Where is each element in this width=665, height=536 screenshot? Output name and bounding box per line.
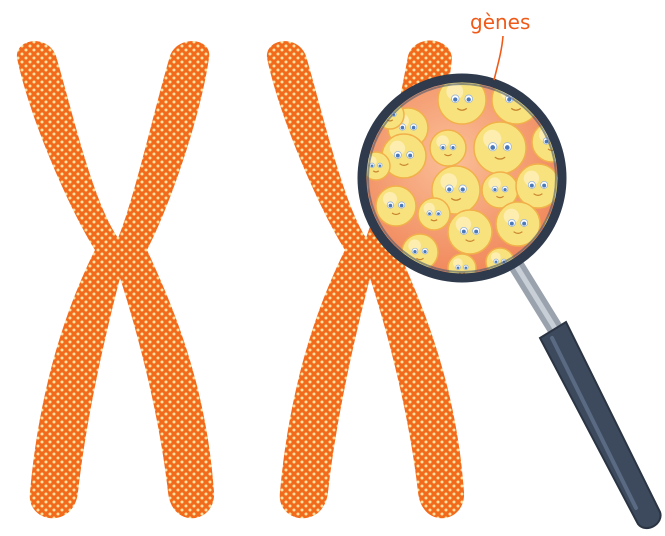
gene-face-icon xyxy=(376,186,416,226)
gene-face-icon xyxy=(418,198,450,230)
gene-face-icon xyxy=(474,122,526,174)
chromosome-icon xyxy=(17,41,214,518)
genes-label: gènes xyxy=(470,10,530,80)
gene-face-icon xyxy=(430,130,466,166)
genes-label-text: gènes xyxy=(470,10,530,34)
gene-face-icon xyxy=(448,210,492,254)
